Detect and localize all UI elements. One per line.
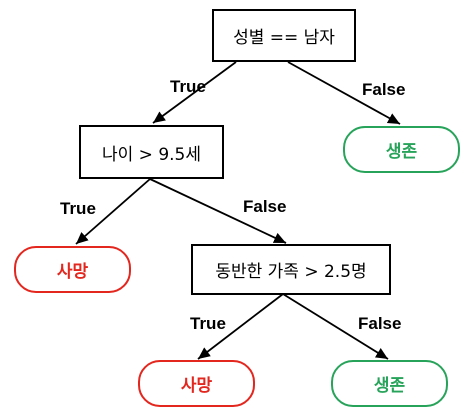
node-root-sex: 성별 == 남자 [212,9,356,62]
edge-label-root-true: True [170,77,206,96]
edge-age-to-family [149,178,287,244]
edge-label-root-false: False [362,80,406,99]
leaf-death-1: 사망 [14,246,131,293]
edge-label-age-false: False [243,197,287,216]
edge-family-to-survive [282,293,389,360]
edge-family-to-death [197,293,284,360]
edge-root-to-age [152,61,237,124]
leaf-death-2-label: 사망 [180,376,213,396]
node-age: 나이 > 9.5세 [79,125,224,179]
edge-label-age-true: True [60,199,96,218]
node-age-label: 나이 > 9.5세 [101,144,201,165]
leaf-survive-2: 생존 [331,360,448,407]
leaf-survive-2-label: 생존 [373,376,406,396]
leaf-death-1-label: 사망 [56,262,89,282]
leaf-death-2: 사망 [138,360,255,407]
node-root-label: 성별 == 남자 [233,28,335,48]
edge-root-to-survive [287,61,401,125]
node-family: 동반한 가족 > 2.5명 [191,244,391,295]
edge-label-family-false: False [358,314,402,333]
leaf-survive-1: 생존 [343,126,460,173]
edge-label-family-true: True [190,314,226,333]
edge-age-to-death [75,178,151,245]
node-family-label: 동반한 가족 > 2.5명 [215,262,367,282]
leaf-survive-1-label: 생존 [385,142,418,162]
